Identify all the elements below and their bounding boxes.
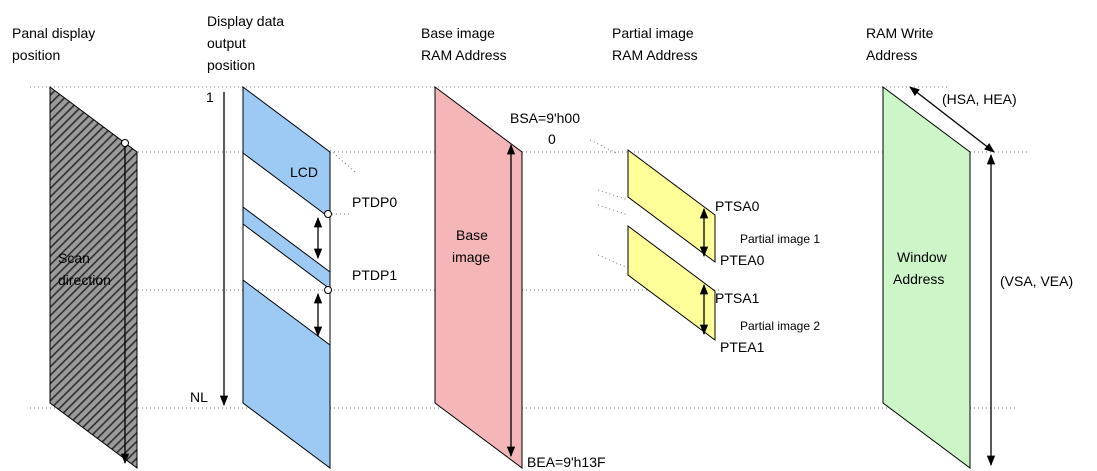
guide-line-pt0-top (597, 189, 629, 201)
scan-start-dot (121, 139, 129, 147)
header-ram-write-address: RAM Write Address (866, 25, 934, 63)
guide-line-pt1 (597, 254, 629, 269)
header-line: position (207, 57, 255, 73)
partial-image-2 (627, 225, 716, 341)
partial-image-1-label: Partial image 1 (740, 232, 820, 246)
vsa-vea-label: (VSA, VEA) (1000, 273, 1073, 289)
base-image-label: image (452, 249, 490, 265)
header-line: RAM Address (421, 47, 507, 63)
window-address: Window Address (HSA, HEA) (VSA, VEA) (882, 86, 1073, 469)
partial-image-1 (627, 149, 716, 263)
hsa-hea-arrow (909, 86, 995, 153)
bsa-label: BSA=9'h00 (510, 110, 580, 126)
output-outline (242, 86, 331, 469)
display-output: 1 NL LCD PTDP0 PTDP1 (190, 86, 397, 469)
partial-images: PTSA0 Partial image 1 PTEA0 PTSA1 Partia… (627, 149, 820, 355)
header-display-data-output-position: Display data output position (207, 13, 284, 73)
panel-parallelogram (49, 86, 138, 469)
panel-display: Scan direction (49, 86, 138, 469)
ptdp0-label: PTDP0 (352, 194, 397, 210)
base-image-parallelogram (434, 86, 523, 469)
header-line: output (207, 35, 246, 51)
line-first-label: 1 (206, 89, 214, 105)
window-label: Window (897, 249, 948, 265)
scan-direction-label: Scan (58, 250, 90, 266)
header-line: Address (866, 47, 917, 63)
header-line: position (12, 47, 60, 63)
ptdp0-dot (324, 210, 332, 218)
header-line: RAM Write (866, 25, 934, 41)
header-line: Partial image (612, 25, 694, 41)
window-label: Address (893, 271, 944, 287)
bsa-zero-label: 0 (548, 131, 556, 147)
ptea0-label: PTEA0 (720, 252, 765, 268)
output-band-top (243, 87, 330, 218)
output-band-mid (243, 207, 330, 289)
header-line: Base image (421, 25, 495, 41)
hsa-hea-label: (HSA, HEA) (942, 91, 1017, 107)
output-band-bottom (243, 280, 330, 468)
header-line: Display data (207, 13, 284, 29)
header-panel-display-position: Panal display position (12, 25, 95, 63)
header-partial-image-ram-address: Partial image RAM Address (612, 25, 698, 63)
header-base-image-ram-address: Base image RAM Address (421, 25, 507, 63)
lcd-label: LCD (290, 164, 318, 180)
line-last-label: NL (190, 389, 208, 405)
ptsa0-label: PTSA0 (715, 198, 760, 214)
ptdp1-label: PTDP1 (352, 267, 397, 283)
output-edge-2 (242, 206, 331, 273)
header-line: Panal display (12, 25, 95, 41)
header-line: RAM Address (612, 47, 698, 63)
guide-line-lcd (329, 149, 356, 173)
partial-image-2-label: Partial image 2 (740, 319, 820, 333)
ptea1-label: PTEA1 (720, 339, 765, 355)
bea-label: BEA=9'h13F (527, 454, 606, 470)
ptdp1-dot (324, 286, 332, 294)
base-image-label: Base (456, 227, 488, 243)
scan-direction-label: direction (58, 272, 111, 288)
base-image: BSA=9'h00 0 Base image BEA=9'h13F (434, 86, 606, 470)
guide-line-pt0-bottom (597, 204, 629, 216)
ptsa1-label: PTSA1 (715, 290, 760, 306)
output-edge-3 (242, 223, 331, 290)
guide-lines (30, 86, 1030, 409)
output-edge-1 (242, 152, 331, 219)
